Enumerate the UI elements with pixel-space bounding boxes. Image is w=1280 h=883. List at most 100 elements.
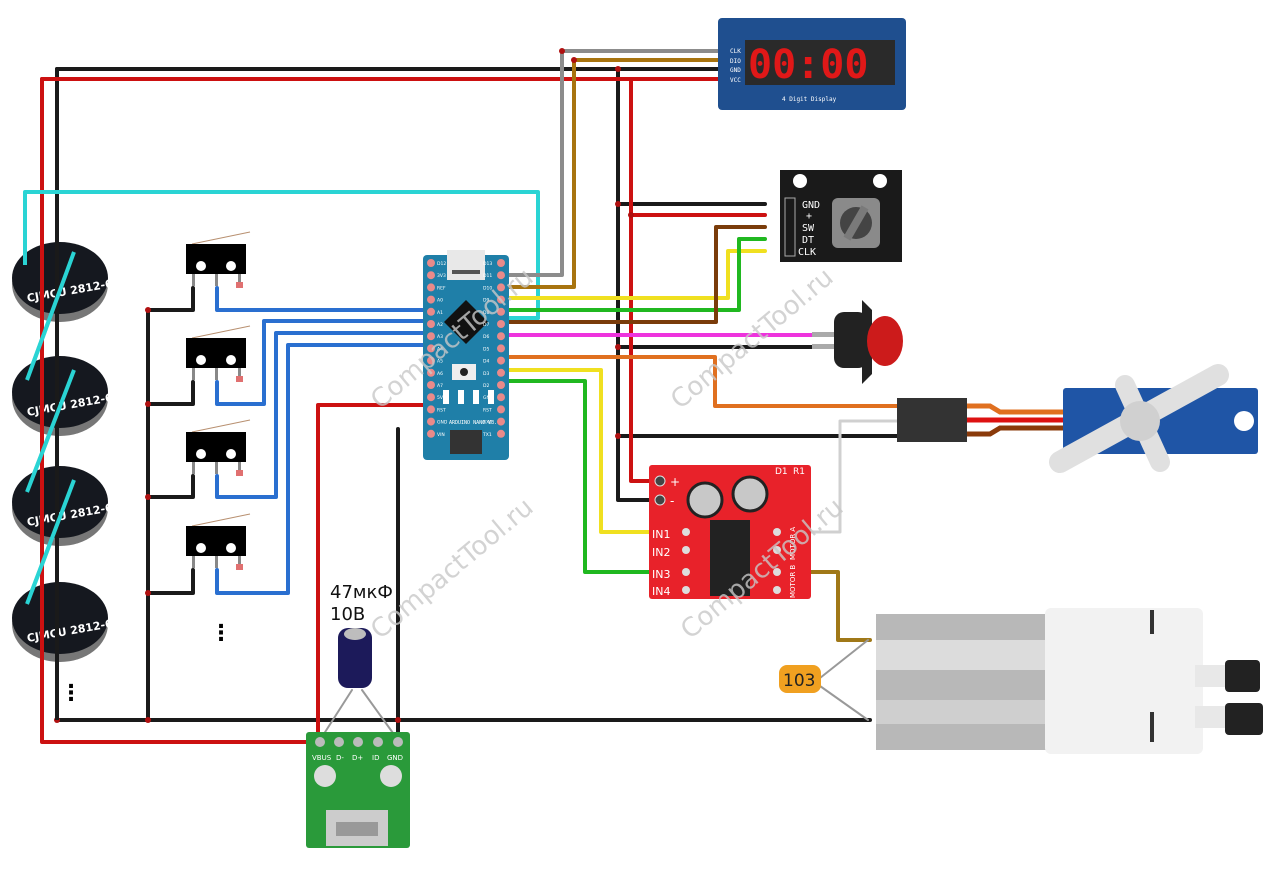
usb-pin-id: ID bbox=[372, 754, 379, 762]
push-button bbox=[812, 300, 903, 384]
led-ring: CJMCU 2812-61 bbox=[12, 242, 121, 322]
nano-pin-label: D11 bbox=[483, 273, 492, 279]
nano-pin-d11 bbox=[497, 271, 505, 280]
display-pin-clk: CLK bbox=[730, 48, 741, 55]
driver-in2: IN2 bbox=[652, 546, 670, 559]
servo-connector bbox=[897, 398, 967, 442]
usb-pin-gnd: GND bbox=[387, 754, 403, 762]
led-ring-continuation: ⋮ bbox=[60, 681, 82, 706]
nano-pin-label: A3 bbox=[437, 334, 443, 340]
nano-pin-label: D7 bbox=[483, 322, 489, 328]
wire-gnd-sw1 bbox=[146, 286, 195, 312]
driver-pin-plus: + bbox=[670, 475, 680, 489]
driver-part-d1: D1 bbox=[775, 467, 788, 477]
servo bbox=[897, 364, 1258, 473]
wire-vcc-nano-5v bbox=[316, 403, 432, 744]
wires bbox=[23, 49, 902, 744]
wire-gnd-right-rail bbox=[616, 67, 662, 502]
ceramic-value: 103 bbox=[783, 671, 815, 691]
seven-segment-display: 00:00 4 Digit Display CLK DIO GND VCC bbox=[718, 18, 906, 110]
nano-pin-label: TX1 bbox=[482, 432, 492, 438]
nano-pin-a7 bbox=[427, 381, 435, 389]
nano-pin-rst bbox=[497, 405, 505, 414]
limit-switch bbox=[186, 325, 251, 382]
switch-continuation: ⋮ bbox=[210, 621, 232, 646]
nano-pin-a1 bbox=[427, 307, 435, 316]
nano-pin-a0 bbox=[427, 295, 435, 304]
nano-pin-d9 bbox=[497, 295, 505, 304]
led-ring: CJMCU 2812-61 bbox=[12, 582, 121, 662]
nano-pin-label: RX0 bbox=[483, 420, 492, 426]
nano-pin-label: A2 bbox=[437, 322, 443, 328]
nano-pin-label: A0 bbox=[437, 298, 443, 304]
encoder-pin-dt: DT bbox=[802, 235, 814, 246]
ceramic-lead-1 bbox=[819, 639, 869, 679]
cap-lead-neg bbox=[319, 689, 353, 741]
wire-enc-sw bbox=[498, 225, 767, 324]
nano-pin-label: A7 bbox=[437, 383, 443, 389]
encoder-pin-vcc: + bbox=[806, 211, 812, 222]
led-ring: CJMCU 2812-61 bbox=[12, 356, 121, 436]
encoder-pin-gnd: GND bbox=[802, 200, 820, 211]
ceramic-lead-2 bbox=[819, 685, 869, 721]
wire-driver-in3 bbox=[498, 379, 687, 574]
nano-pin-d12 bbox=[427, 259, 435, 267]
driver-in1: IN1 bbox=[652, 528, 670, 541]
rotary-encoder: GND + SW DT CLK bbox=[780, 170, 902, 262]
driver-motor-a: MOTOR A bbox=[789, 527, 797, 560]
wire-servo-signal bbox=[498, 355, 902, 408]
pump-motor bbox=[876, 608, 1263, 754]
limit-switch bbox=[186, 231, 251, 288]
nano-pin-a4 bbox=[427, 344, 435, 353]
nano-pin-d6 bbox=[497, 332, 505, 341]
nano-pin-5v bbox=[427, 393, 435, 402]
nano-pin-d8 bbox=[497, 307, 505, 316]
capacitor-voltage: 10В bbox=[330, 604, 365, 625]
limit-switches: ⋮ bbox=[186, 231, 251, 646]
nano-pin-d2 bbox=[497, 381, 505, 389]
wire-vcc-right-rail bbox=[629, 77, 662, 483]
led-rings: CJMCU 2812-61 CJMCU 2812-61 CJMCU 2812-6… bbox=[12, 240, 121, 742]
nano-pin-3v3 bbox=[427, 271, 435, 280]
wire-sw3-signal bbox=[215, 331, 432, 499]
encoder-pin-sw: SW bbox=[802, 223, 815, 234]
wire-gnd-sw3 bbox=[146, 474, 195, 499]
nano-pin-d10 bbox=[497, 283, 505, 292]
mcu-chip bbox=[444, 300, 488, 344]
usb-pin-dplus: D+ bbox=[352, 754, 363, 762]
driver-in3: IN3 bbox=[652, 568, 670, 581]
wire-enc-clk bbox=[498, 249, 767, 300]
nano-pin-d13 bbox=[497, 259, 505, 267]
nano-pin-label: GND bbox=[483, 395, 494, 401]
wire-display-clk bbox=[498, 49, 724, 277]
display-pin-gnd: GND bbox=[730, 67, 741, 74]
nano-pin-label: D3 bbox=[483, 371, 489, 377]
display-caption: 4 Digit Display bbox=[782, 96, 837, 103]
nano-pin-label: A6 bbox=[437, 371, 443, 377]
nano-pin-label: VIN bbox=[437, 432, 445, 438]
usb-port bbox=[447, 250, 485, 280]
nano-pin-label: A5 bbox=[437, 359, 443, 365]
nano-pin-label: D4 bbox=[483, 359, 489, 365]
display-digits: 00:00 bbox=[748, 42, 868, 88]
display-pin-dio: DIO bbox=[730, 58, 741, 65]
nano-pin-rst bbox=[427, 405, 435, 414]
nano-pin-d3 bbox=[497, 368, 505, 377]
usb-pin-vbus: VBUS bbox=[312, 754, 332, 762]
nano-pin-a5 bbox=[427, 356, 435, 365]
nano-pin-label: A1 bbox=[437, 310, 443, 316]
display-pin-vcc: VCC bbox=[730, 77, 741, 84]
nano-pin-a3 bbox=[427, 332, 435, 341]
nano-pin-label: D13 bbox=[483, 261, 492, 267]
nano-pin-label: D9 bbox=[483, 298, 489, 304]
nano-pin-rx0 bbox=[497, 417, 505, 426]
wire-sw2-signal bbox=[215, 319, 432, 406]
nano-pin-label: D5 bbox=[483, 346, 489, 352]
wire-enc-dt bbox=[498, 237, 767, 312]
encoder-pin-clk: CLK bbox=[798, 247, 816, 258]
wire-led-data bbox=[23, 190, 540, 320]
wire-driver-in1 bbox=[498, 368, 687, 534]
limit-switch bbox=[186, 513, 251, 570]
nano-pin-a6 bbox=[427, 368, 435, 377]
